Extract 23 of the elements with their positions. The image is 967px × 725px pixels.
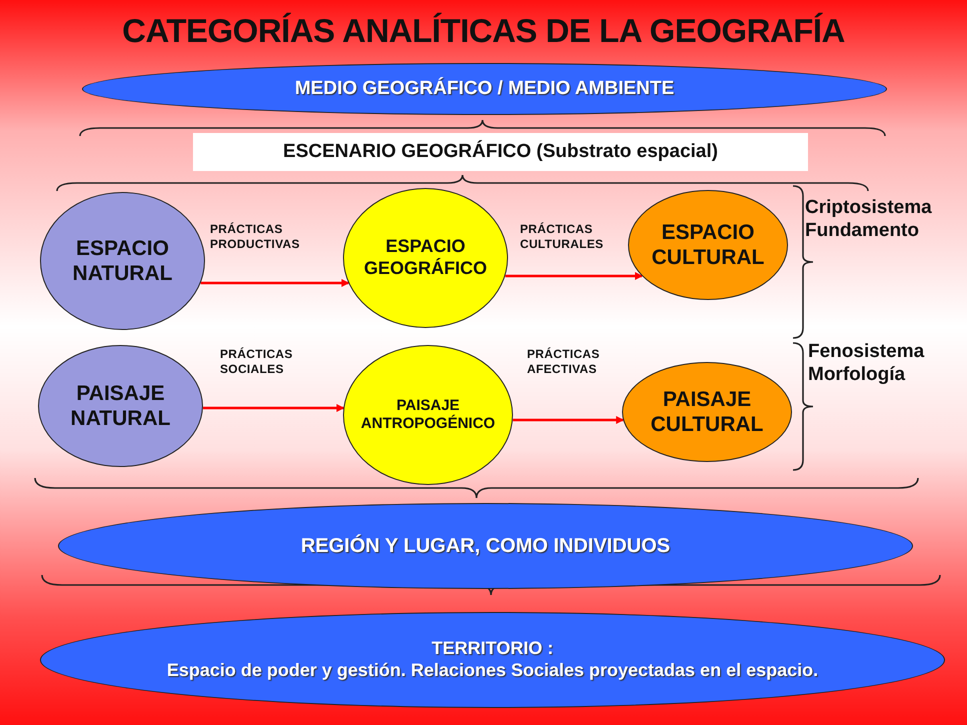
node-label: ESPACIO GEOGRÁFICO <box>362 236 488 280</box>
arrow <box>200 279 350 287</box>
system-label: Fenosistema Morfología <box>808 340 926 386</box>
node-label: PAISAJE NATURAL <box>70 380 172 432</box>
node-label: PAISAJE ANTROPOGÉNICO <box>360 397 496 433</box>
edge-label: PRÁCTICAS CULTURALES <box>520 222 604 252</box>
text-box <box>193 133 808 171</box>
arrow <box>505 272 643 280</box>
edge-label: PRÁCTICAS SOCIALES <box>220 347 294 377</box>
arrow <box>512 416 624 424</box>
edge-label: PRÁCTICAS AFECTIVAS <box>527 347 601 377</box>
node-label: TERRITORIO : <box>430 638 554 660</box>
node-description: Espacio de poder y gestión. Relaciones Sociales proyectadas en el espacio. <box>166 660 820 682</box>
edge-label: PRÁCTICAS PRODUCTIVAS <box>210 222 301 252</box>
node-label: ESPACIO CULTURAL <box>650 220 766 270</box>
node-label: REGIÓN Y LUGAR, COMO INDIVIDUOS <box>300 534 672 558</box>
node-label: ESPACIO NATURAL <box>72 236 174 286</box>
arrow <box>202 404 344 412</box>
node-label: MEDIO GEOGRÁFICO / MEDIO AMBIENTE <box>294 78 676 100</box>
node-label: ESCENARIO GEOGRÁFICO (Substrato espacial) <box>282 140 719 164</box>
node-label: PAISAJE CULTURAL <box>650 386 764 438</box>
diagram-title: CATEGORÍAS ANALÍTICAS DE LA GEOGRAFÍA <box>121 12 846 50</box>
system-label: Criptosistema Fundamento <box>805 196 933 242</box>
